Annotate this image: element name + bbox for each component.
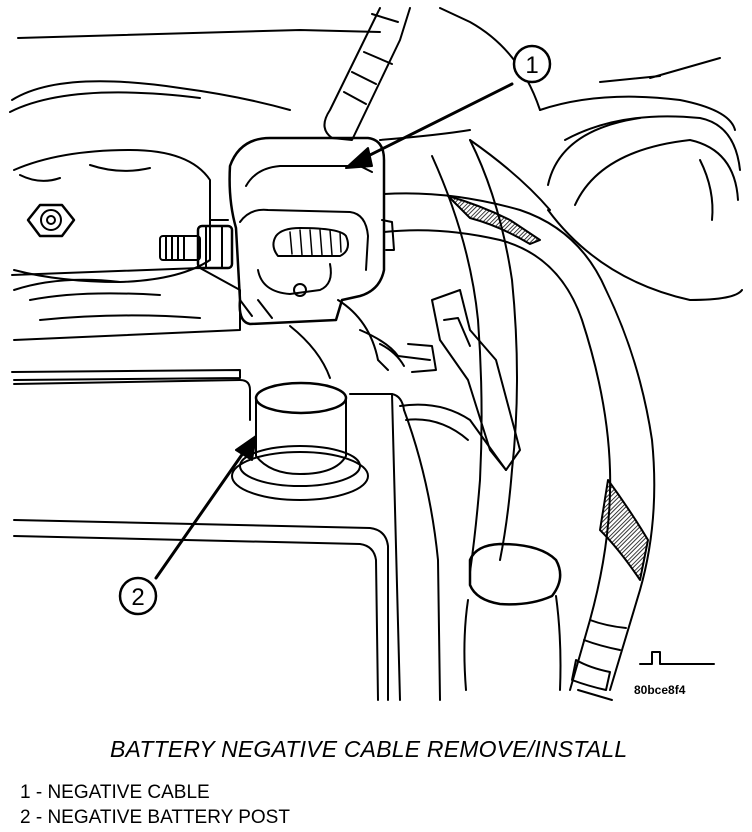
reference-bracket	[639, 651, 715, 665]
diagram-figure: 1 2 80bce8f4	[9, 7, 743, 701]
legend-item-negative-cable: 1 - NEGATIVE CABLE	[20, 782, 210, 803]
callout-2-number: 2	[131, 584, 144, 611]
negative-battery-post	[231, 381, 369, 501]
negative-cable-clamp	[159, 136, 395, 326]
callout-1-number: 1	[525, 52, 538, 79]
legend-item-negative-battery-post: 2 - NEGATIVE BATTERY POST	[20, 807, 290, 828]
bracket	[399, 289, 521, 471]
illustration: 1 2 80bce8f4	[9, 7, 743, 701]
main-cable	[383, 192, 656, 701]
engine-bay-background	[9, 7, 743, 301]
hose	[431, 139, 562, 691]
legend: 1 - NEGATIVE CABLE 2 - NEGATIVE BATTERY …	[20, 780, 290, 830]
reference-code: 80bce8f4	[634, 683, 686, 697]
battery	[13, 379, 441, 701]
figure-caption: BATTERY NEGATIVE CABLE REMOVE/INSTALL	[110, 736, 628, 762]
upper-cable	[323, 7, 411, 141]
cable-down-to-post	[289, 299, 431, 379]
callout-2: 2	[118, 435, 257, 616]
callout-1: 1	[345, 44, 552, 169]
